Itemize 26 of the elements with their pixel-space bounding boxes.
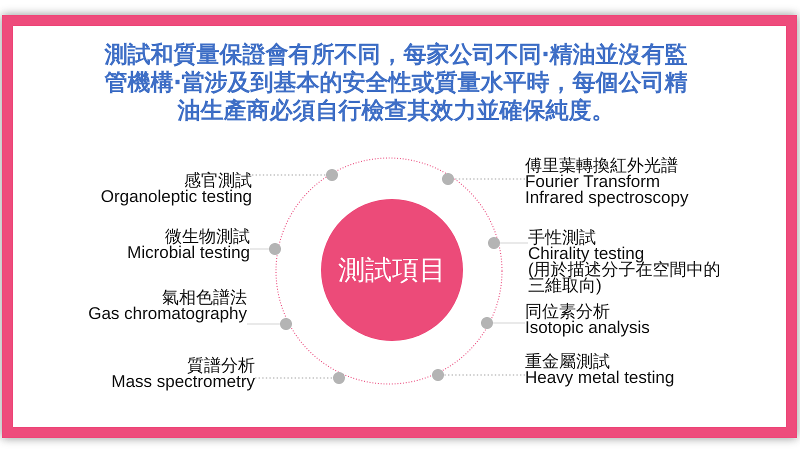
leader-line <box>250 248 269 250</box>
leader-line <box>252 174 326 176</box>
leader-line <box>493 322 525 324</box>
label-text: Gas chromatography <box>88 306 247 322</box>
label-text: Chirality testing <box>528 246 644 262</box>
label-heading: 傅里葉轉換紅外光譜 <box>525 158 679 174</box>
label-heading: 手性測試 <box>528 230 596 246</box>
label-text: Microbial testing <box>127 245 250 261</box>
leader-line <box>454 178 525 180</box>
label-heading: 重金屬測試 <box>525 354 610 370</box>
leader-line <box>444 374 525 376</box>
note-text: (用於描述分子在空間中的三維取向) <box>528 262 722 294</box>
label-heading: 氣相色譜法 <box>162 290 247 306</box>
label-text: Heavy metal testing <box>525 370 674 386</box>
title: 測試和質量保證會有所不同，每家公司不同‧精油並沒有監管機構‧當涉及到基本的安全性或質量水平時，每個公司精油生產商必須自行檢查其效力並確保純度。 <box>103 40 688 124</box>
label-heading: 同位素分析 <box>525 304 610 320</box>
label-text: Fourier Transform Infrared spectroscopy <box>525 174 690 206</box>
label-heading: 質譜分析 <box>186 358 255 374</box>
leader-line <box>247 323 280 325</box>
label-heading: 微生物測試 <box>165 229 250 245</box>
label-text: Isotopic analysis <box>525 320 650 336</box>
label-heading: 感官測試 <box>184 173 252 189</box>
leader-line <box>255 377 333 379</box>
leader-line <box>500 242 528 244</box>
label-text: Organoleptic testing <box>100 189 252 205</box>
label-text: Mass spectrometry <box>111 374 255 390</box>
